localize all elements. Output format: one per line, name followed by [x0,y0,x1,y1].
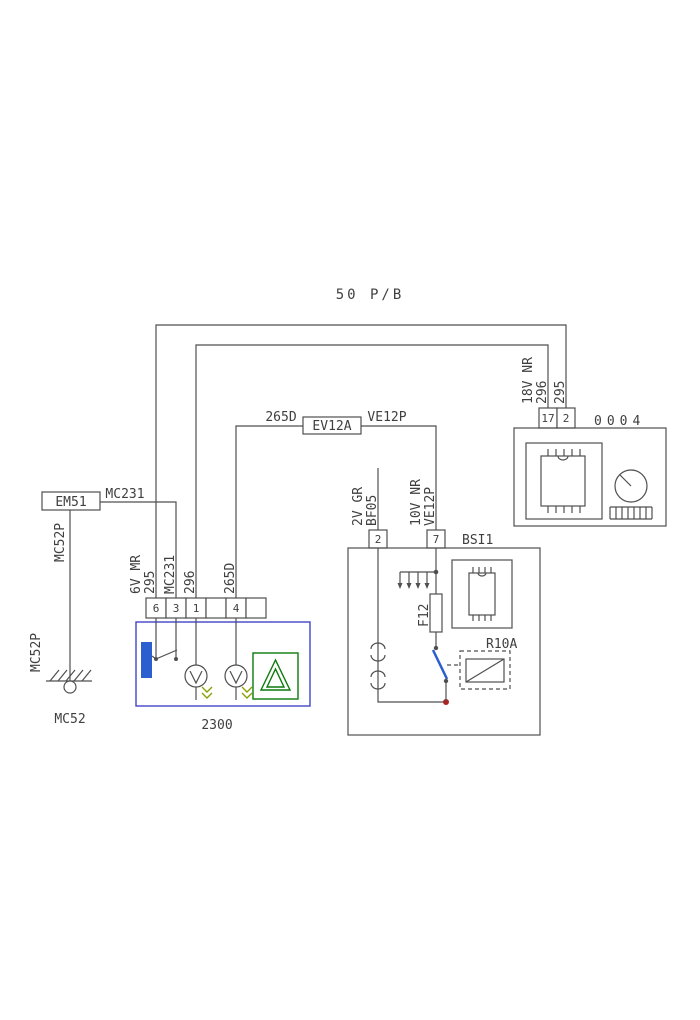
flash-arrow-icon [201,686,213,693]
ic-pins-top [547,449,581,456]
bsi-unit: 2V GR BF05 10V NR VE12P 2 7 BSI1 F12 R10… [347,479,541,736]
triangle-outer [259,658,292,691]
wire-mc231-vertical-label: MC231 [163,555,178,594]
pin-4-label: 4 [233,602,240,615]
wire-295-label: 295 [143,571,158,594]
indicator-lamp-right [224,618,253,700]
wire-295 [155,324,567,598]
button-actuator [141,642,152,678]
ecu-pin-2-label: 2 [563,412,570,425]
em51-box [41,491,101,511]
ground-symbol-icon [46,669,92,694]
flash-arrow-icon [241,686,253,693]
ic-body [468,572,496,616]
button-lever [155,649,178,660]
wire-ve12p-label: VE12P [367,410,406,425]
ground-hatch [49,669,92,682]
bsi-ic-icon [451,559,513,629]
ecu-pin-17-label: 17 [541,412,554,425]
pin-1-label: 1 [193,602,200,615]
pin-blank-box [245,597,267,619]
button-contact [174,657,178,661]
ic-notch [477,572,487,577]
relay-outline [459,650,511,690]
ecu-gauge-icon [609,469,653,520]
ic-notch [557,455,569,461]
ev12a-label: EV12A [312,419,351,434]
ic-pins [472,567,492,621]
hazard-unit-2300: 6V MR 295 MC231 296 265D 6 3 1 4 [129,555,311,733]
lamp-filament [189,670,203,685]
wire-296 [195,344,549,598]
feed-arrowheads [397,583,430,589]
pin-blank-box [205,597,227,619]
ic-pins-bottom [547,506,581,513]
ecu-harness-label: 18V NR [521,357,536,404]
wire-mc231-label: MC231 [105,487,144,502]
ground-terminal [63,680,77,694]
em51-connector: EM51 MC231 [41,487,145,511]
wire-265d-vertical-label: 265D [223,563,238,594]
wire-ve12p-vertical-label: VE12P [423,487,438,526]
hazard-button [141,618,178,678]
schematic-title: 50 P/B [336,287,405,303]
flash-arrow-icon [241,692,253,699]
inline-connector-icon [370,642,386,662]
inline-connector-icon [370,670,386,690]
ecu-outer-box [513,427,667,527]
ev12a-box [302,416,362,435]
gauge-needle [619,474,632,487]
bsi-pin-2-label: 2 [375,533,382,546]
wire-mc52p-upper-label: MC52P [53,523,68,562]
relay-label: R10A [486,637,517,652]
ecu-code: 0004 [594,414,645,429]
connector-row: 6 3 1 4 [145,597,267,619]
fuse-label: F12 [417,604,432,627]
wire-2vgr-label: 2V GR [351,487,366,526]
wire-6vmr-label: 6V MR [129,555,144,594]
indicator-lamp-left [184,618,213,700]
ecu-ic-icon [540,449,586,513]
relay-coil-diagonal [465,658,505,683]
wire-bf05-label: BF05 [365,495,380,526]
switch-contact-top [433,645,439,651]
ground-mc52: MC52P MC52P MC52 [29,523,92,727]
ecu-0004: 18V NR 296 295 17 2 0004 [513,357,667,527]
ev12a-valve: 265D VE12P EV12A [265,410,407,435]
feed-branches [399,572,428,583]
wire-mc231 [100,501,177,598]
ic-frame [451,559,513,629]
bsi-label: BSI1 [462,533,493,548]
pin-6-label: 6 [153,602,160,615]
pin-3-label: 3 [173,602,180,615]
ground-point-label: MC52 [54,712,85,727]
unit-2300-label: 2300 [201,718,232,733]
switch-contact-bottom [443,678,449,684]
unit-2300-box [135,621,311,707]
ecu-wire-295-label: 295 [553,381,568,404]
hazard-triangle-icon [252,652,299,700]
button-link [151,655,157,660]
flash-arrow-icon [201,692,213,699]
bsi-box [347,547,541,736]
relay-coil-icon [465,658,505,683]
gauge-dial [614,469,648,503]
bsi-pin-7-label: 7 [433,533,440,546]
wire-265d-label: 265D [265,410,296,425]
ecu-inner-box [525,442,603,520]
wire-mc52p-lower-label: MC52P [29,633,44,672]
wire-296-label: 296 [183,571,198,594]
bsi-left-wire [377,548,446,703]
em51-label: EM51 [55,495,86,510]
gauge-scale [609,506,653,520]
wire-10vnr-label: 10V NR [409,479,424,526]
lamp-filament [229,670,243,685]
ic-body [540,455,586,507]
switch-lever [431,649,449,680]
triangle-frame [252,652,299,700]
triangle-inner [265,667,286,688]
ecu-wire-296-label: 296 [535,381,550,404]
